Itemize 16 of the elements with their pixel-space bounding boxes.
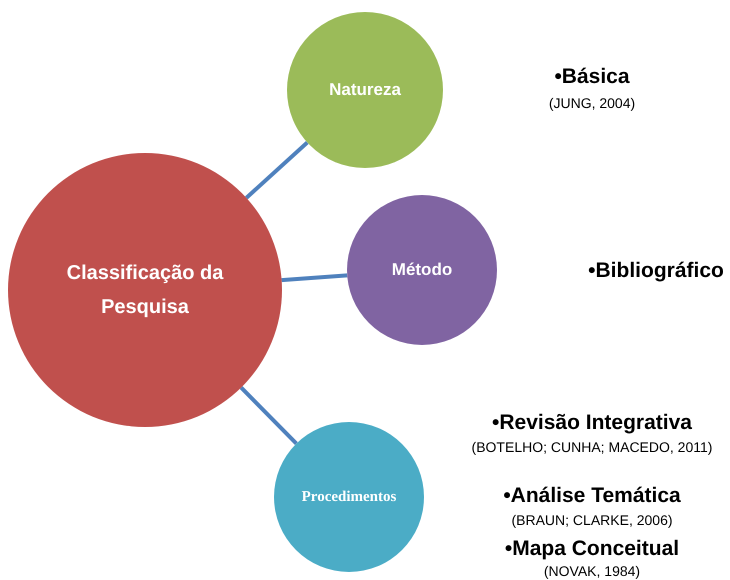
connector-line: [282, 273, 348, 282]
bullet-item: •Bibliográfico: [587, 258, 725, 284]
bullet-item: •Análise Temática: [502, 483, 682, 509]
circle-label: Método: [392, 259, 452, 282]
bullet-item: •Revisão Integrativa: [491, 410, 693, 436]
bullet-item: •Mapa Conceitual: [504, 536, 680, 562]
citation-text: (NOVAK, 1984): [542, 562, 642, 580]
bullet-item: •Básica: [553, 64, 631, 90]
circle-label: Classificação da Pesquisa: [66, 261, 224, 320]
citation-text: (BOTELHO; CUNHA; MACEDO, 2011): [470, 438, 714, 456]
citation-text: (JUNG, 2004): [548, 94, 636, 112]
circle-label: Natureza: [329, 79, 401, 102]
connector-line: [240, 386, 298, 445]
connector-line: [245, 140, 309, 200]
circle-label: Procedimentos: [302, 488, 396, 507]
citation-text: (BRAUN; CLARKE, 2006): [510, 511, 674, 529]
